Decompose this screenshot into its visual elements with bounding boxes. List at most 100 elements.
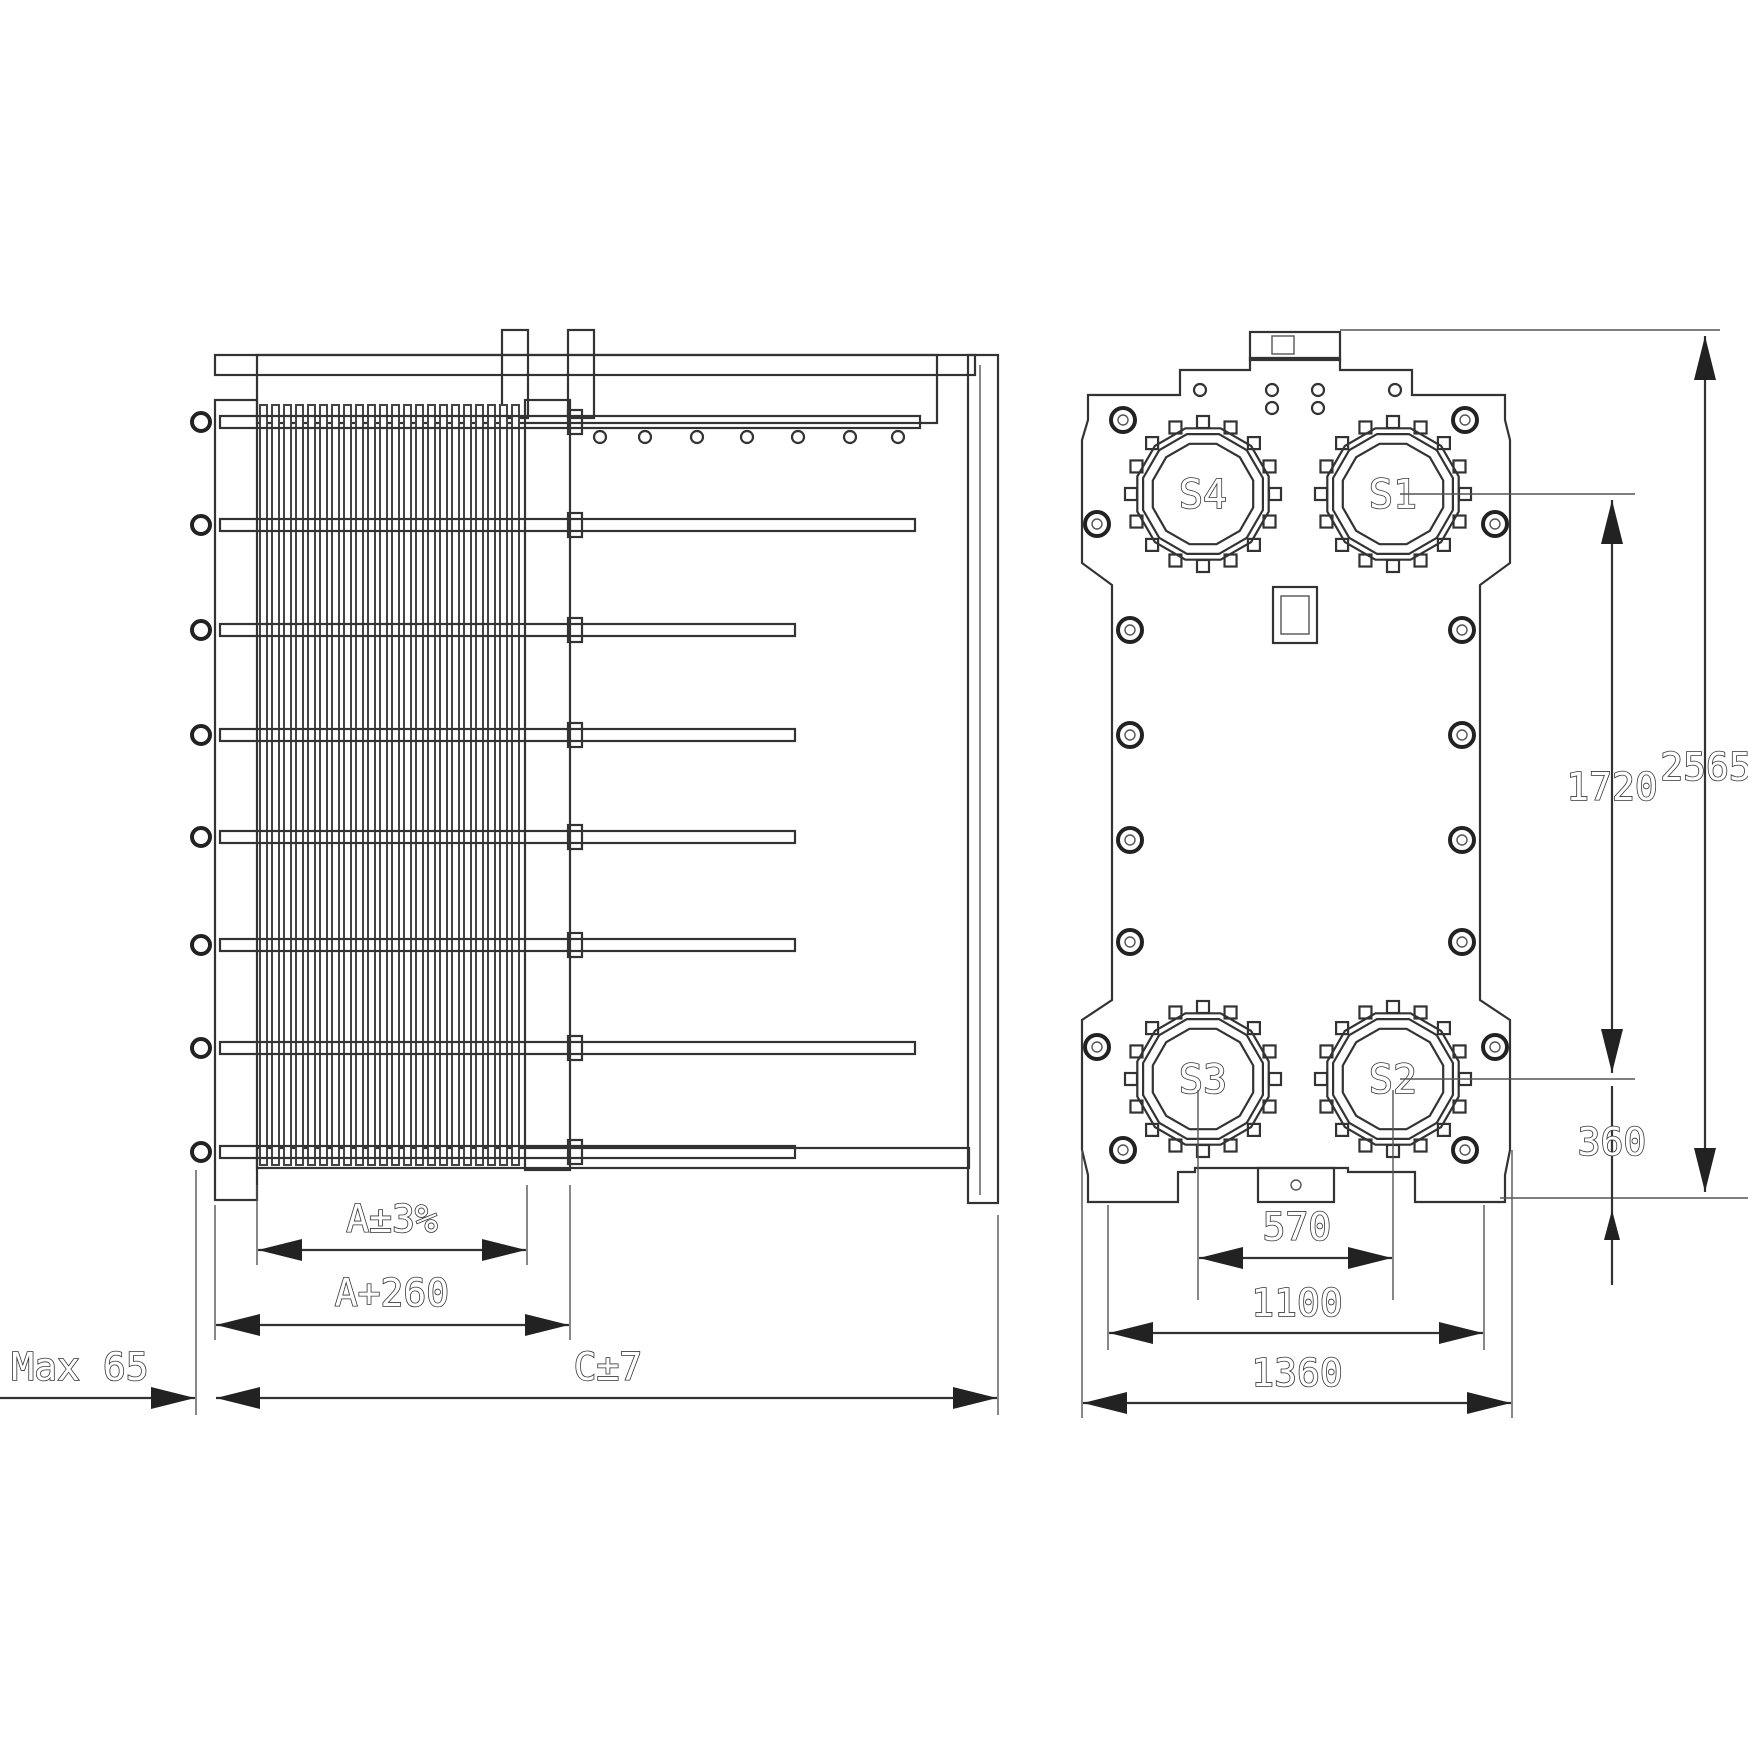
plate bbox=[511, 404, 520, 1166]
flange-bolt bbox=[1313, 486, 1329, 502]
plate bbox=[355, 404, 364, 1166]
tie-rods bbox=[190, 408, 922, 1166]
dim-bolt-span: 1100 bbox=[1251, 1281, 1343, 1325]
frame-bolt bbox=[1116, 928, 1144, 956]
flange-bolt bbox=[1436, 1122, 1452, 1138]
bar-bolt bbox=[689, 429, 705, 445]
clamp-bolt bbox=[1310, 400, 1326, 416]
tie-rod-nut bbox=[190, 411, 212, 433]
tie-rod-nut bbox=[190, 514, 212, 536]
port-flange bbox=[1326, 427, 1460, 561]
frame-bolt bbox=[1109, 1136, 1137, 1164]
flange-bolt bbox=[1267, 486, 1283, 502]
frame-bolt-hole bbox=[1456, 936, 1468, 948]
flange-bolt bbox=[1385, 414, 1401, 430]
frame-outline bbox=[1080, 356, 1512, 1204]
plate bbox=[283, 404, 292, 1166]
plate bbox=[499, 404, 508, 1166]
side-view: A±3% A+260 C±7 Max 65 bbox=[0, 328, 1000, 1415]
plate bbox=[475, 404, 484, 1166]
flange-bolt bbox=[1267, 1071, 1283, 1087]
port-flange bbox=[1136, 427, 1270, 561]
frame-bolt-hole bbox=[1456, 729, 1468, 741]
plate bbox=[331, 404, 340, 1166]
dim-frame-pack: A+260 bbox=[335, 1271, 449, 1315]
tie-rod-washer bbox=[566, 931, 584, 959]
tie-rod bbox=[218, 937, 797, 953]
flange-bolt bbox=[1195, 558, 1211, 574]
top-bar-housing bbox=[255, 353, 939, 425]
port-flange bbox=[1151, 442, 1255, 546]
dim-max: Max 65 bbox=[11, 1345, 148, 1389]
port-flange bbox=[1151, 1027, 1255, 1131]
bar-bolt bbox=[739, 429, 755, 445]
frame-bolt-hole bbox=[1456, 834, 1468, 846]
top-bar-bolts bbox=[592, 429, 906, 445]
port-flange bbox=[1332, 433, 1454, 555]
flange-bolt bbox=[1436, 537, 1452, 553]
tie-rod bbox=[218, 727, 797, 743]
bar-bolt bbox=[890, 429, 906, 445]
clamp-bolt bbox=[1310, 382, 1326, 398]
frame-bolt-hole bbox=[1459, 1144, 1471, 1156]
frame-bolt bbox=[1448, 616, 1476, 644]
flange-bolt bbox=[1144, 1122, 1160, 1138]
plate bbox=[259, 404, 268, 1166]
tie-rod-nut bbox=[190, 724, 212, 746]
port-flange bbox=[1332, 1018, 1454, 1140]
frame-bolt-hole bbox=[1489, 1041, 1501, 1053]
dim-port-horizontal: 570 bbox=[1263, 1205, 1332, 1249]
dim-overall: C±7 bbox=[574, 1345, 643, 1389]
plate bbox=[379, 404, 388, 1166]
plate bbox=[463, 404, 472, 1166]
plate bbox=[271, 404, 280, 1166]
frame-bolt-hole bbox=[1459, 414, 1471, 426]
frame-bolt bbox=[1448, 928, 1476, 956]
frame-bolt bbox=[1451, 406, 1479, 434]
flange-bolt bbox=[1123, 486, 1139, 502]
port-s1: S1 bbox=[1313, 414, 1473, 574]
frame-bolt bbox=[1451, 1136, 1479, 1164]
frame-bolt-hole bbox=[1124, 624, 1136, 636]
plate bbox=[391, 404, 400, 1166]
dim-overall-width: 1360 bbox=[1251, 1351, 1343, 1395]
frame-bolt-hole bbox=[1091, 1041, 1103, 1053]
tie-rod bbox=[218, 414, 922, 430]
frame-bolt-hole bbox=[1117, 414, 1129, 426]
clamp-bolt bbox=[1264, 400, 1280, 416]
frame-bolt bbox=[1109, 406, 1137, 434]
flange-bolt bbox=[1334, 1020, 1350, 1036]
port-label: S4 bbox=[1179, 472, 1227, 518]
frame-bolt bbox=[1083, 510, 1111, 538]
port-flange bbox=[1341, 1027, 1445, 1131]
plate bbox=[403, 404, 412, 1166]
tie-rod-washer bbox=[566, 511, 584, 539]
flange-bolt bbox=[1313, 1071, 1329, 1087]
plate bbox=[451, 404, 460, 1166]
flange-bolt bbox=[1195, 999, 1211, 1015]
dim-plate-pack: A±3% bbox=[346, 1197, 438, 1241]
flange-bolt bbox=[1144, 1020, 1160, 1036]
dim-lower-offset: 360 bbox=[1578, 1120, 1647, 1164]
plate bbox=[487, 404, 496, 1166]
port-flange bbox=[1326, 1012, 1460, 1146]
flange-bolt bbox=[1385, 999, 1401, 1015]
port-flange bbox=[1142, 433, 1264, 555]
fixed-frame-plate bbox=[213, 398, 259, 1202]
clamp-bolt bbox=[1192, 382, 1208, 398]
flange-bolt bbox=[1246, 1122, 1262, 1138]
flange-bolt bbox=[1436, 1020, 1452, 1036]
port-flange bbox=[1136, 1012, 1270, 1146]
frame-bolt-hole bbox=[1456, 624, 1468, 636]
clamp-bolt bbox=[1387, 382, 1403, 398]
pressure-plate bbox=[523, 398, 572, 1172]
tie-rod bbox=[218, 1144, 797, 1160]
frame-bolt-hole bbox=[1124, 936, 1136, 948]
port-label: S3 bbox=[1179, 1057, 1227, 1103]
frame-bolt bbox=[1448, 721, 1476, 749]
bar-bolt bbox=[592, 429, 608, 445]
frame-bolt bbox=[1116, 616, 1144, 644]
flange-bolt bbox=[1334, 435, 1350, 451]
flange-bolt bbox=[1195, 414, 1211, 430]
